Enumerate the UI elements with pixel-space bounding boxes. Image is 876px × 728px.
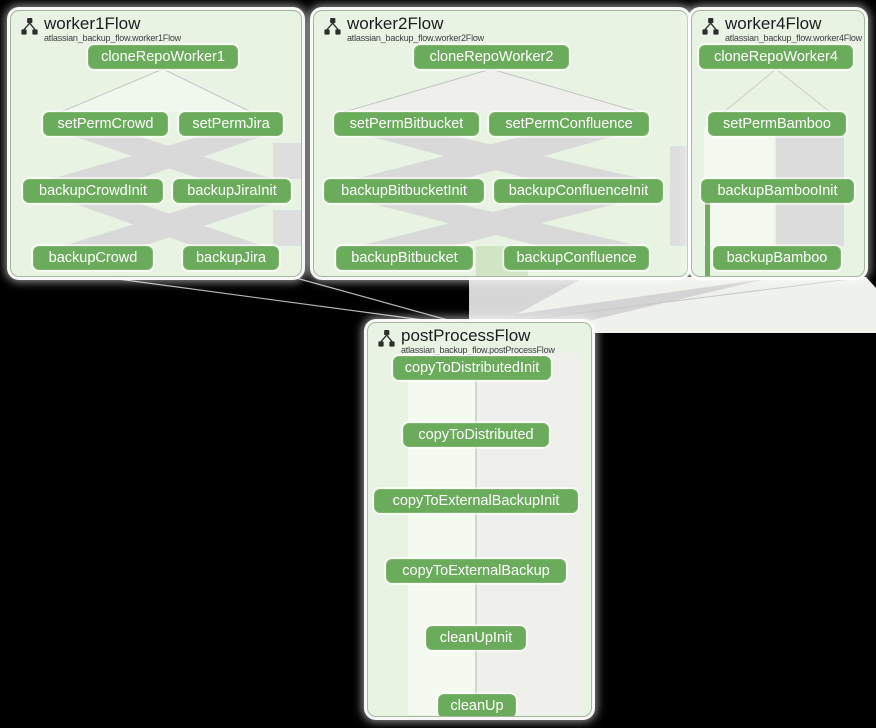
- task-node-copyToDistributedInit[interactable]: copyToDistributedInit: [393, 356, 551, 380]
- task-node-copyToExternalBackupInit[interactable]: copyToExternalBackupInit: [374, 489, 578, 513]
- flow-internal-edges: [408, 353, 583, 715]
- task-node-setPermConfluence[interactable]: setPermConfluence: [489, 112, 649, 136]
- flow-header: worker4Flow atlassian_backup_flow.worker…: [701, 14, 862, 44]
- task-node-cloneRepoWorker4[interactable]: cloneRepoWorker4: [699, 45, 853, 69]
- flow-icon: [323, 17, 342, 36]
- flow-header-text: postProcessFlow atlassian_backup_flow.po…: [401, 326, 555, 356]
- flow-card-worker4Flow: worker4Flow atlassian_backup_flow.worker…: [691, 10, 865, 277]
- task-node-backupCrowdInit[interactable]: backupCrowdInit: [23, 179, 163, 203]
- flow-card-postProcessFlow: postProcessFlow atlassian_backup_flow.po…: [367, 322, 592, 717]
- task-node-backupBambooInit[interactable]: backupBambooInit: [701, 179, 854, 203]
- task-node-cleanUpInit[interactable]: cleanUpInit: [426, 626, 526, 650]
- task-node-setPermBitbucket[interactable]: setPermBitbucket: [334, 112, 479, 136]
- flow-icon: [20, 17, 39, 36]
- flow-title: worker2Flow: [347, 14, 444, 33]
- flow-header-text: worker1Flow atlassian_backup_flow.worker…: [44, 14, 181, 44]
- flow-internal-edges: [51, 68, 301, 246]
- flow-subtitle: atlassian_backup_flow.postProcessFlow: [401, 345, 555, 355]
- flow-title: worker4Flow: [725, 14, 822, 33]
- node-layer: cloneRepoWorker2 setPermBitbucket setPermC…: [314, 11, 687, 276]
- task-node-backupJira[interactable]: backupJira: [183, 246, 279, 270]
- task-node-copyToExternalBackup[interactable]: copyToExternalBackup: [386, 559, 566, 583]
- flow-header-text: worker4Flow atlassian_backup_flow.worker…: [725, 14, 862, 44]
- task-node-setPermJira[interactable]: setPermJira: [179, 112, 283, 136]
- flow-title: worker1Flow: [44, 14, 141, 33]
- flow-header-text: worker2Flow atlassian_backup_flow.worker…: [347, 14, 484, 44]
- task-node-backupConfluence[interactable]: backupConfluence: [504, 246, 649, 270]
- flow-icon: [701, 17, 720, 36]
- task-node-backupConfluenceInit[interactable]: backupConfluenceInit: [494, 179, 663, 203]
- flow-subtitle: atlassian_backup_flow.worker1Flow: [44, 33, 181, 43]
- node-layer: copyToDistributedInit copyToDistributed co…: [368, 323, 591, 716]
- flow-card-worker1Flow: worker1Flow atlassian_backup_flow.worker…: [10, 10, 302, 277]
- task-node-copyToDistributed[interactable]: copyToDistributed: [403, 423, 549, 447]
- task-node-backupBamboo[interactable]: backupBamboo: [713, 246, 841, 270]
- flow-header: worker2Flow atlassian_backup_flow.worker…: [323, 14, 484, 44]
- task-node-backupJiraInit[interactable]: backupJiraInit: [173, 179, 291, 203]
- task-node-setPermBamboo[interactable]: setPermBamboo: [708, 112, 846, 136]
- flow-subtitle: atlassian_backup_flow.worker2Flow: [347, 33, 484, 43]
- node-layer: cloneRepoWorker4 setPermBamboo backupBambo…: [692, 11, 864, 276]
- task-node-cleanUp[interactable]: cleanUp: [438, 694, 516, 716]
- task-node-cloneRepoWorker1[interactable]: cloneRepoWorker1: [88, 45, 238, 69]
- task-node-backupBitbucket[interactable]: backupBitbucket: [336, 246, 473, 270]
- task-node-cloneRepoWorker2[interactable]: cloneRepoWorker2: [414, 45, 569, 69]
- flow-internal-edges: [343, 68, 687, 276]
- task-node-backupCrowd[interactable]: backupCrowd: [33, 246, 153, 270]
- flow-card-worker2Flow: worker2Flow atlassian_backup_flow.worker…: [313, 10, 688, 277]
- flow-subtitle: atlassian_backup_flow.worker4Flow: [725, 33, 862, 43]
- flow-title: postProcessFlow: [401, 326, 531, 345]
- task-node-setPermCrowd[interactable]: setPermCrowd: [43, 112, 168, 136]
- flow-header: postProcessFlow atlassian_backup_flow.po…: [377, 326, 555, 356]
- flow-icon: [377, 329, 396, 348]
- task-node-backupBitbucketInit[interactable]: backupBitbucketInit: [324, 179, 484, 203]
- node-layer: cloneRepoWorker1 setPermCrowd setPermJira b…: [11, 11, 301, 276]
- flow-header: worker1Flow atlassian_backup_flow.worker…: [20, 14, 181, 44]
